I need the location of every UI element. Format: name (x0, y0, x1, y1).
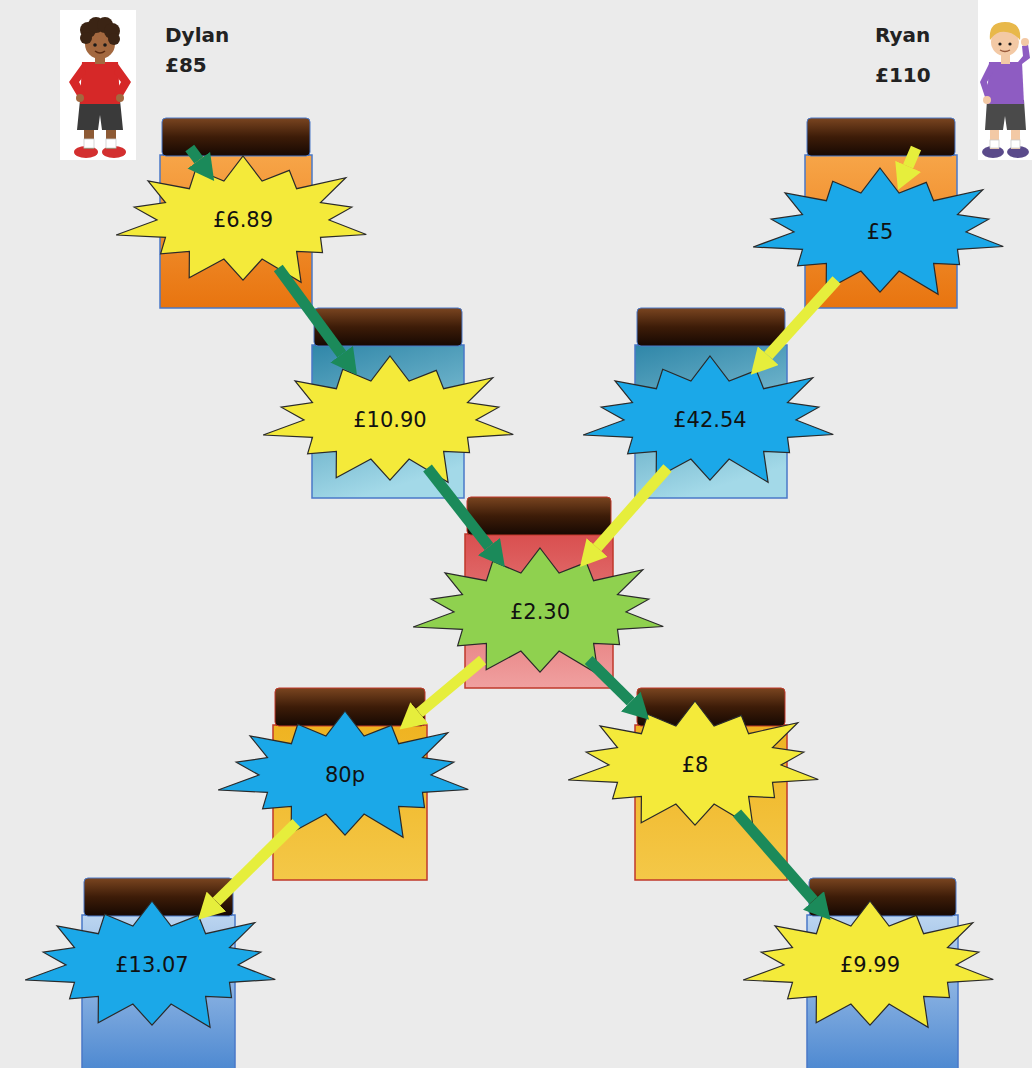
starburst-shape (583, 356, 833, 482)
price-text: £13.07 (115, 953, 188, 977)
boy-figure (80, 62, 120, 104)
starburst-shape (413, 548, 663, 674)
shop-box (807, 118, 955, 156)
boy-figure (60, 10, 136, 160)
boy-figure (114, 64, 131, 99)
shopper-text: Ryan (875, 23, 930, 47)
price-text: £10.90 (353, 408, 426, 432)
flow-arrow (216, 823, 296, 902)
boy-figure (980, 64, 993, 100)
boy-figure (69, 64, 86, 99)
boy-figure (77, 100, 123, 130)
price-tag: £10.90 (290, 372, 490, 468)
boy-figure (106, 139, 116, 148)
price-tag: £2.30 (440, 564, 640, 660)
flow-arrow (597, 468, 667, 548)
flow-arrow (190, 148, 199, 160)
price-text: £9.99 (840, 953, 900, 977)
price-tag: £8 (595, 717, 795, 813)
boy-figure (990, 22, 1020, 40)
starburst-shape (116, 156, 366, 282)
flow-arrow (428, 468, 489, 547)
boy-figure (93, 43, 97, 47)
boy-figure (103, 43, 107, 47)
price-text: £8 (682, 753, 709, 777)
shopper-text: £110 (875, 63, 931, 87)
starburst-shape (568, 701, 818, 827)
price-text: £5 (867, 220, 894, 244)
boy-figure (987, 62, 1024, 104)
flow-arrow (419, 660, 482, 713)
shopper-text: £85 (165, 53, 207, 77)
starburst-shape (25, 901, 275, 1027)
price-tag: £42.54 (610, 372, 810, 468)
price-text: £42.54 (673, 408, 746, 432)
boy-figure (80, 32, 92, 44)
price-tag: £6.89 (143, 172, 343, 268)
price-tag: £9.99 (770, 917, 970, 1013)
shop-box (467, 497, 611, 535)
boy-figure (983, 96, 991, 104)
boy-figure (60, 10, 136, 160)
shop-box (637, 308, 785, 346)
shop-box (809, 878, 956, 916)
boy-figure (1021, 38, 1029, 46)
flow-arrow (768, 280, 836, 356)
boy-figure (978, 0, 1032, 160)
boy-figure (1000, 50, 1010, 52)
starburst-shape (743, 901, 993, 1027)
flow-arrow (737, 813, 814, 900)
boy-figure (76, 94, 84, 102)
shop-box (162, 118, 310, 156)
starburst-shape (263, 356, 513, 482)
starburst-shape (218, 711, 468, 837)
boy-figure (998, 42, 1001, 45)
shopper-text: Dylan (165, 23, 229, 47)
price-tag: £5 (780, 184, 980, 280)
boy-figure (985, 100, 1026, 130)
shopper-label: Ryan £110 (860, 8, 1032, 148)
boy-figure (1011, 140, 1020, 148)
flow-arrow (908, 148, 916, 166)
shop-box (314, 308, 462, 346)
shopper-label: Dylan£85 (58, 8, 218, 148)
price-text: £2.30 (510, 600, 570, 624)
boy-figure (990, 140, 999, 148)
boy-figure (95, 51, 105, 53)
boy-figure (1018, 44, 1030, 64)
price-text: £6.89 (213, 208, 273, 232)
boy-figure (84, 139, 94, 148)
starburst-shape (753, 168, 1003, 294)
price-text: 80p (325, 763, 365, 787)
boy-figure (978, 0, 1032, 160)
price-tag: £13.07 (52, 917, 252, 1013)
boy-figure (1008, 42, 1011, 45)
price-tag: 80p (245, 727, 445, 823)
boy-figure (116, 94, 124, 102)
flow-arrow (589, 660, 631, 702)
boy-figure (108, 33, 120, 45)
flow-arrow (278, 268, 341, 354)
